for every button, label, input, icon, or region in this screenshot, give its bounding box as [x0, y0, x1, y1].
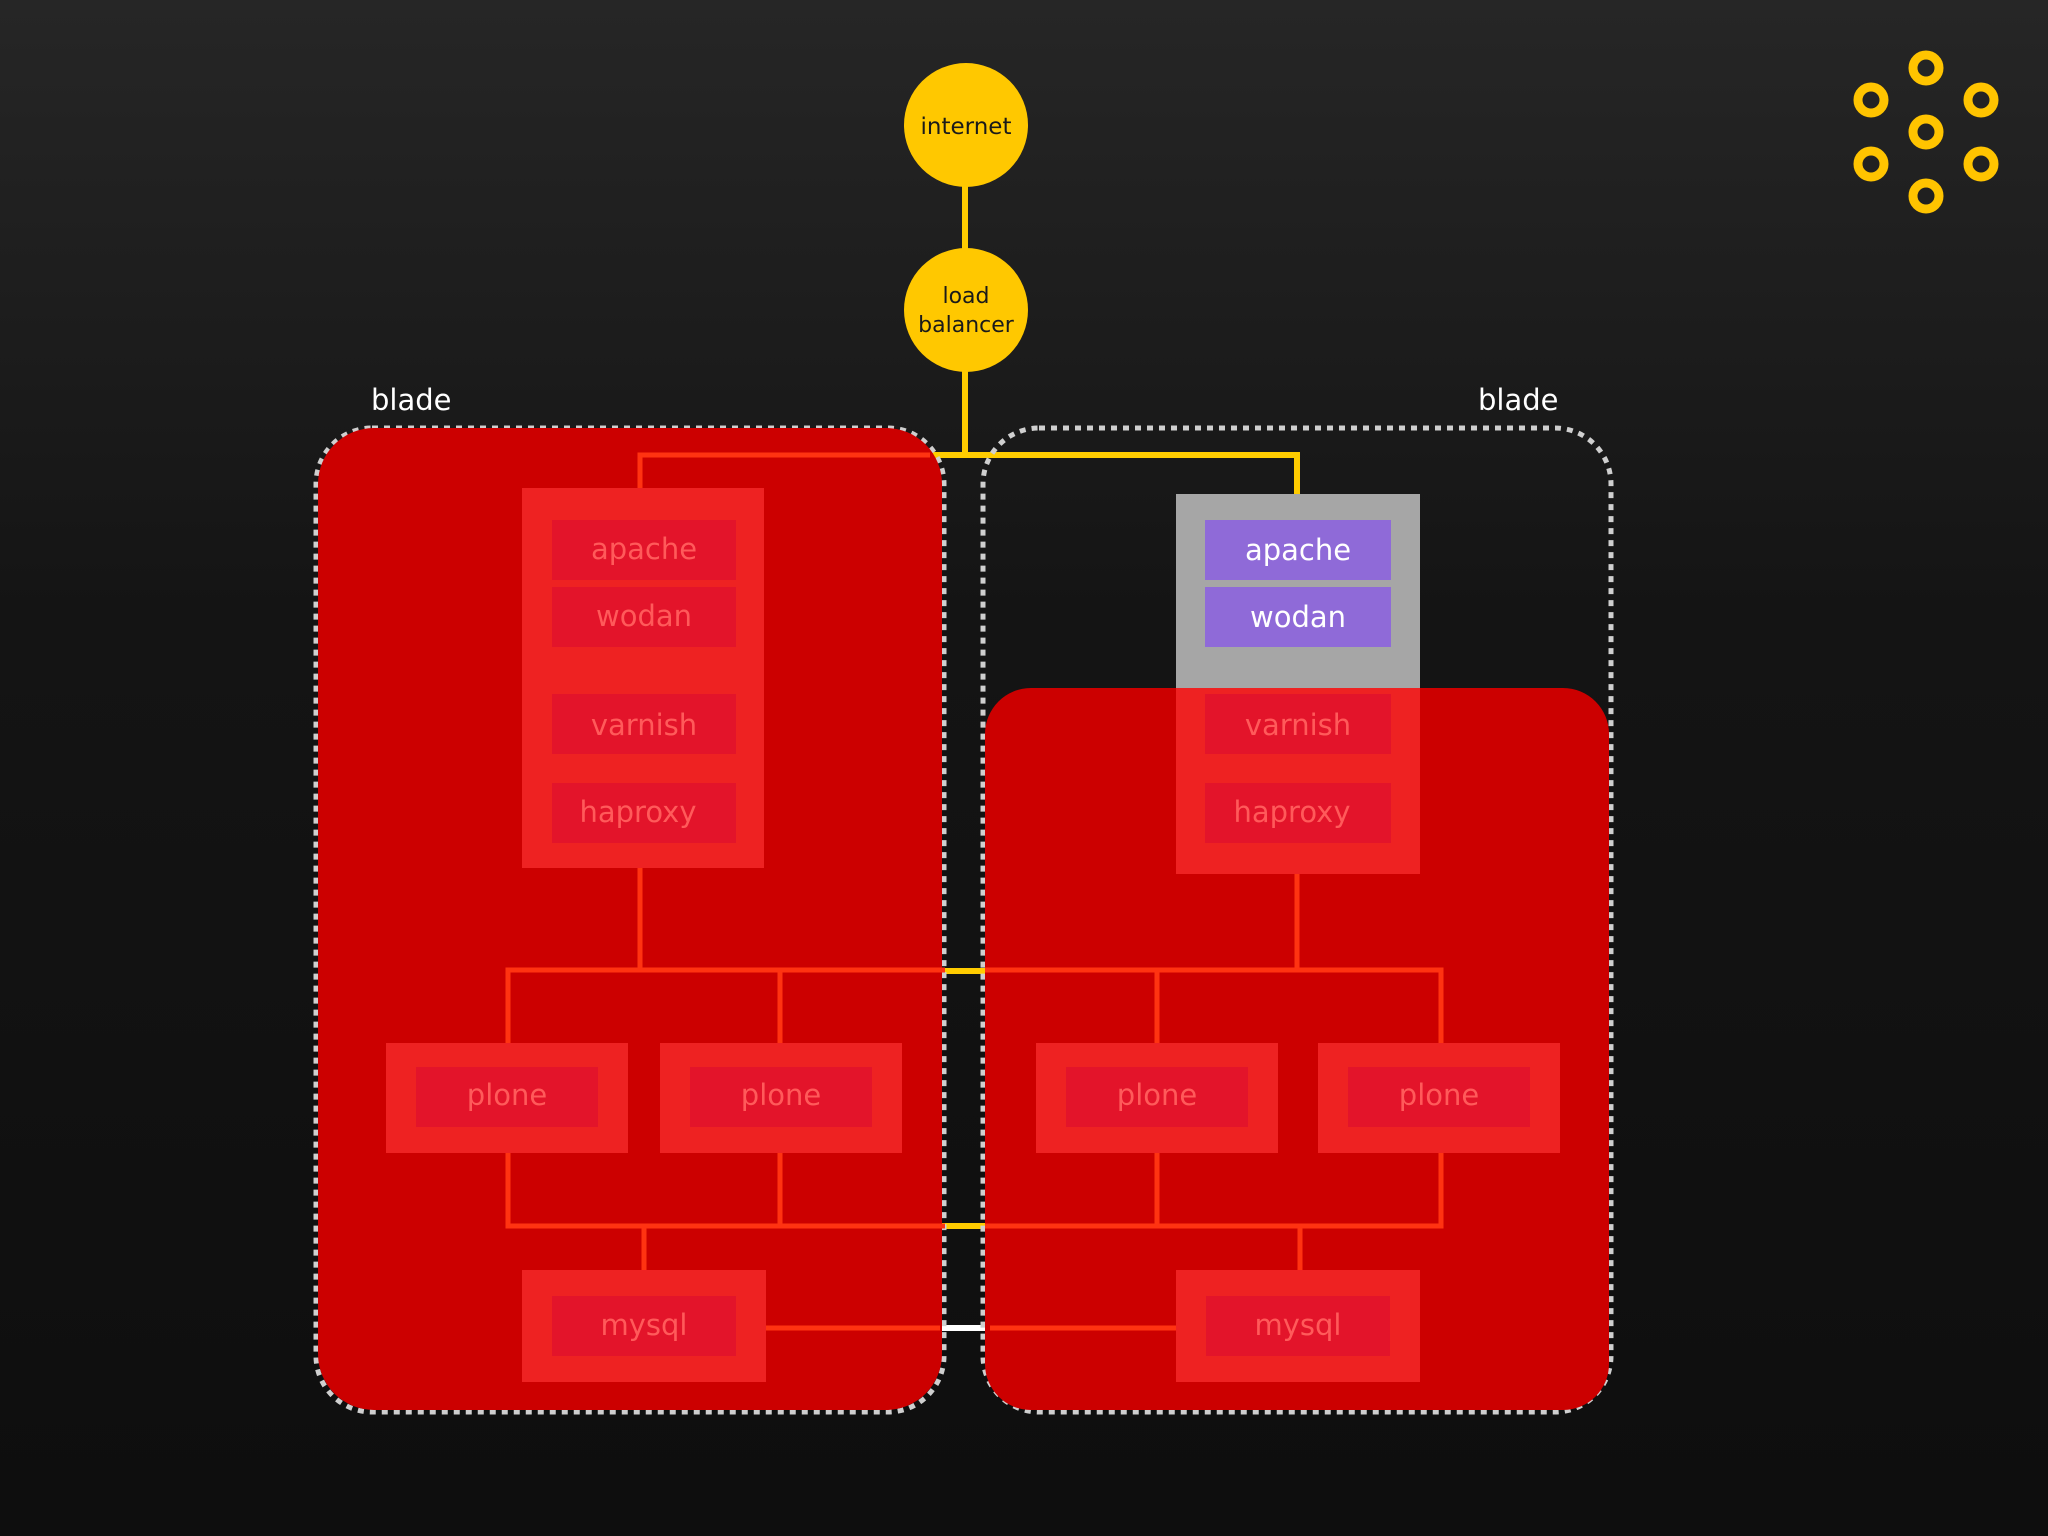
right-apache-box[interactable]: apache — [1205, 520, 1391, 580]
plone-4-label: plone — [1399, 1078, 1479, 1112]
dot-ring-logo-icon — [1853, 50, 1999, 214]
load-balancer-node[interactable]: load balancer — [904, 248, 1028, 372]
left-varnish-box[interactable]: varnish — [552, 694, 736, 754]
plone-node-4[interactable]: plone — [1318, 1043, 1560, 1153]
left-haproxy-box[interactable]: haproxy — [552, 783, 736, 843]
left-wodan-box[interactable]: wodan — [552, 587, 736, 647]
mysql-node-right[interactable]: mysql — [1176, 1270, 1420, 1382]
left-apache-label: apache — [591, 532, 697, 566]
plone-2-label: plone — [741, 1078, 821, 1112]
left-haproxy-label: haproxy — [579, 795, 696, 829]
mysql-right-label: mysql — [1255, 1308, 1342, 1342]
plone-node-3[interactable]: plone — [1036, 1043, 1278, 1153]
left-wodan-label: wodan — [596, 599, 692, 633]
plone-1-label: plone — [467, 1078, 547, 1112]
left-varnish-label: varnish — [591, 708, 697, 742]
blade-right-label: blade — [1478, 383, 1559, 417]
right-haproxy-box[interactable]: haproxy — [1205, 783, 1391, 843]
mysql-left-label: mysql — [601, 1308, 688, 1342]
right-wodan-box[interactable]: wodan — [1205, 587, 1391, 647]
right-varnish-box[interactable]: varnish — [1205, 694, 1391, 754]
right-haproxy-label: haproxy — [1233, 795, 1350, 829]
right-apache-label: apache — [1245, 533, 1351, 567]
left-apache-box[interactable]: apache — [552, 520, 736, 580]
blade-left-label: blade — [371, 383, 452, 417]
plone-3-label: plone — [1117, 1078, 1197, 1112]
plone-node-1[interactable]: plone — [386, 1043, 628, 1153]
load-balancer-label-line1: load — [942, 284, 989, 309]
mysql-node-left[interactable]: mysql — [522, 1270, 766, 1382]
internet-label: internet — [921, 114, 1012, 140]
right-blade-failure-overlay — [985, 688, 1609, 1410]
blade-right-outline — [980, 425, 1614, 1415]
internet-node[interactable]: internet — [904, 63, 1028, 187]
right-varnish-label: varnish — [1245, 708, 1351, 742]
right-wodan-label: wodan — [1250, 600, 1346, 634]
plone-node-2[interactable]: plone — [660, 1043, 902, 1153]
load-balancer-label-line2: balancer — [918, 313, 1015, 338]
left-blade-failure-overlay — [318, 428, 942, 1410]
